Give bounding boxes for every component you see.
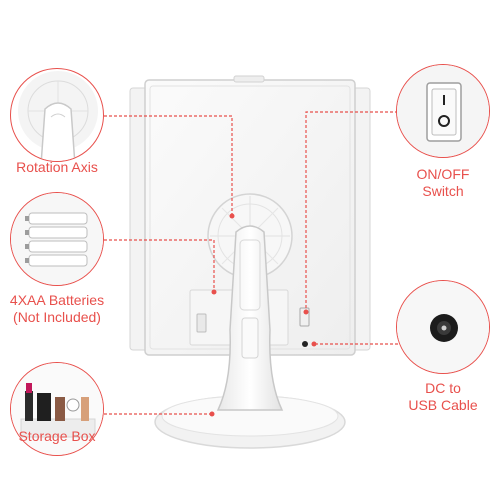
rotation-axis-callout [10, 68, 104, 162]
rotation-axis-text: Rotation Axis [16, 159, 98, 175]
rotation-axis-label: Rotation Axis [8, 159, 106, 176]
dc-label: DC to USB Cable [396, 380, 490, 414]
leader-lines [104, 111, 398, 415]
switch-callout [396, 64, 490, 158]
storage-box-label: Storage Box [8, 428, 106, 445]
rocker-switch-icon [397, 65, 489, 157]
battery-holder-icon [11, 193, 103, 285]
batteries-label: 4XAA Batteries (Not Included) [0, 292, 114, 326]
dc-line2: USB Cable [408, 397, 478, 413]
dc-line1: DC to [425, 380, 461, 396]
switch-label: ON/OFF Switch [396, 166, 490, 200]
switch-line1: ON/OFF [416, 166, 470, 182]
hinge-detail-icon [18, 71, 98, 161]
cosmetics-icon [11, 363, 103, 455]
dc-callout [396, 280, 490, 374]
batteries-callout [10, 192, 104, 286]
switch-line2: Switch [422, 183, 464, 199]
batteries-line2: (Not Included) [13, 309, 101, 325]
dc-jack-icon [397, 281, 489, 373]
batteries-line1: 4XAA Batteries [9, 292, 105, 308]
storage-box-callout [10, 362, 104, 456]
storage-box-text: Storage Box [18, 428, 96, 444]
dc-port [302, 341, 308, 347]
